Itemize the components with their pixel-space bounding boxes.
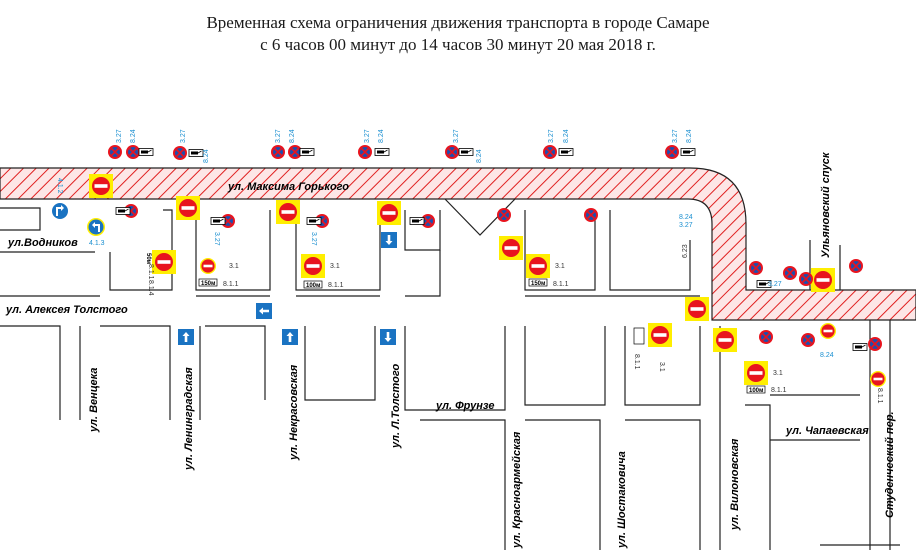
street-label-leningradskaya: ул. Ленинградская — [183, 367, 195, 471]
tow-truck-plate-icon — [374, 148, 390, 156]
street-label-tolstogo: ул. Алексея Толстого — [5, 304, 128, 316]
svg-text:3.27: 3.27 — [180, 129, 187, 143]
no-entry-sign-icon — [811, 268, 835, 292]
no-stopping-sign-icon — [444, 144, 460, 160]
svg-text:3.27: 3.27 — [310, 232, 317, 246]
street-label-venceka: ул. Венцека — [88, 368, 100, 433]
one-way-arrow-icon — [178, 329, 194, 345]
svg-text:8.24: 8.24 — [563, 129, 570, 143]
one-way-arrow-icon — [380, 329, 396, 345]
street-label-shostakovicha: ул. Шостаковича — [616, 451, 628, 549]
svg-text:3.1: 3.1 — [229, 263, 239, 270]
street-label-l-tolstogo: ул. Л.Толстого — [390, 364, 402, 449]
no-stopping-sign-icon — [664, 144, 680, 160]
svg-text:8.24: 8.24 — [130, 129, 137, 143]
no-entry-sign-icon — [685, 297, 709, 321]
street-label-vilonovskaya: ул. Вилоновская — [729, 438, 741, 531]
svg-text:4.1.3: 4.1.3 — [89, 240, 105, 247]
svg-text:8.1.1: 8.1.1 — [771, 387, 787, 394]
svg-text:8.1.4: 8.1.4 — [147, 280, 154, 296]
no-stopping-sign-icon — [357, 144, 373, 160]
tow-truck-plate-icon — [680, 148, 696, 156]
svg-text:8.1.1: 8.1.1 — [328, 282, 344, 289]
tow-truck-plate-icon — [188, 149, 204, 157]
no-stopping-sign-icon — [125, 144, 141, 160]
svg-text:8.24: 8.24 — [679, 214, 693, 221]
no-entry-sign-icon — [870, 371, 886, 387]
no-stopping-sign-icon — [270, 144, 286, 160]
svg-text:8.1.1: 8.1.1 — [147, 264, 154, 280]
street-label-nekrasovskaya: ул. Некрасовская — [288, 364, 300, 461]
svg-text:3.1: 3.1 — [658, 362, 665, 372]
svg-text:3.1: 3.1 — [555, 263, 565, 270]
svg-text:3.27: 3.27 — [275, 129, 282, 143]
svg-text:3.27: 3.27 — [548, 129, 555, 143]
svg-text:8.1.1: 8.1.1 — [223, 281, 239, 288]
one-way-arrow-icon — [282, 329, 298, 345]
svg-text:150м: 150м — [201, 281, 216, 287]
no-stopping-sign-icon — [542, 144, 558, 160]
map-title: Временная схема ограничения движения тра… — [0, 12, 916, 56]
street-label-gorkogo: ул. Максима Горького — [227, 181, 349, 193]
svg-text:150м: 150м — [531, 281, 546, 287]
svg-text:100м: 100м — [306, 283, 321, 289]
street-label-ulyanovsky: Ульяновский спуск — [820, 151, 832, 258]
street-label-studenchesky: Студенческий пер. — [884, 411, 896, 518]
secondary-no-stop-signs: 3.27 3.27 3.27 8.24 6.23 3.27 8.24 — [115, 203, 883, 359]
no-entry-sign-icon — [820, 323, 836, 339]
top-no-stop-signs — [107, 144, 696, 161]
one-way-arrow-icon — [381, 232, 397, 248]
turn-arrow-sign-icon — [88, 219, 104, 235]
svg-text:8.24: 8.24 — [289, 129, 296, 143]
tow-truck-plate-icon — [138, 148, 154, 156]
svg-text:3.27: 3.27 — [364, 129, 371, 143]
tow-truck-plate-icon — [558, 148, 574, 156]
no-entry-sign-icon — [499, 236, 523, 260]
svg-text:8.1.1: 8.1.1 — [876, 388, 883, 404]
street-label-chapaevskaya: ул. Чапаевская — [785, 425, 869, 437]
no-entry-sign-icon — [276, 200, 300, 224]
svg-text:3.1: 3.1 — [330, 263, 340, 270]
svg-text:8.24: 8.24 — [476, 149, 483, 163]
svg-text:8.24: 8.24 — [820, 352, 834, 359]
svg-text:3.27: 3.27 — [679, 222, 693, 229]
street-label-frunze: ул. Фрунзе — [435, 400, 494, 412]
no-entry-sign-icon — [377, 201, 401, 225]
no-stopping-sign-icon — [107, 144, 123, 160]
tow-truck-plate-icon — [458, 148, 474, 156]
side-street-signs: 150м 3.1 8.1.1 100м 3.1 8.1.1 150м 3.1 8… — [145, 250, 883, 404]
street-label-vodnikov: ул.Водников — [7, 237, 78, 249]
no-stopping-sign-icon — [172, 145, 188, 161]
svg-text:8.1.1: 8.1.1 — [633, 354, 640, 370]
turn-arrow-sign-icon — [52, 203, 68, 219]
svg-text:3.27: 3.27 — [116, 129, 123, 143]
svg-text:8.24: 8.24 — [686, 129, 693, 143]
svg-text:100м: 100м — [749, 388, 764, 394]
svg-text:3.27: 3.27 — [453, 129, 460, 143]
svg-text:50м: 50м — [145, 253, 151, 265]
svg-text:8.1.1: 8.1.1 — [553, 281, 569, 288]
svg-text:6.23: 6.23 — [682, 244, 689, 258]
one-way-signs — [178, 232, 397, 345]
title-line-2: с 6 часов 00 минут до 14 часов 30 минут … — [260, 35, 656, 54]
no-entry-sign-icon — [89, 174, 113, 198]
one-way-arrow-icon — [256, 303, 272, 319]
tow-truck-plate-icon — [299, 148, 315, 156]
turn-arrow-signs: 4.1.2 4.1.3 — [52, 178, 105, 247]
svg-text:3.27: 3.27 — [672, 129, 679, 143]
street-label-krasnoarmeyskaya: ул. Красноармейская — [511, 431, 523, 549]
svg-text:3.27: 3.27 — [768, 281, 782, 288]
svg-text:3.1: 3.1 — [773, 370, 783, 377]
closure-zone — [0, 167, 916, 321]
svg-text:8.24: 8.24 — [203, 149, 210, 163]
svg-text:3.27: 3.27 — [213, 232, 220, 246]
no-entry-sign-icon — [713, 328, 737, 352]
title-line-1: Временная схема ограничения движения тра… — [206, 13, 710, 32]
svg-text:8.24: 8.24 — [378, 129, 385, 143]
top-sign-codes: 3.27 8.24 3.27 8.24 3.27 8.24 3.27 8.24 … — [116, 129, 693, 163]
no-entry-sign-icon — [176, 196, 200, 220]
svg-text:4.1.2: 4.1.2 — [56, 178, 63, 194]
